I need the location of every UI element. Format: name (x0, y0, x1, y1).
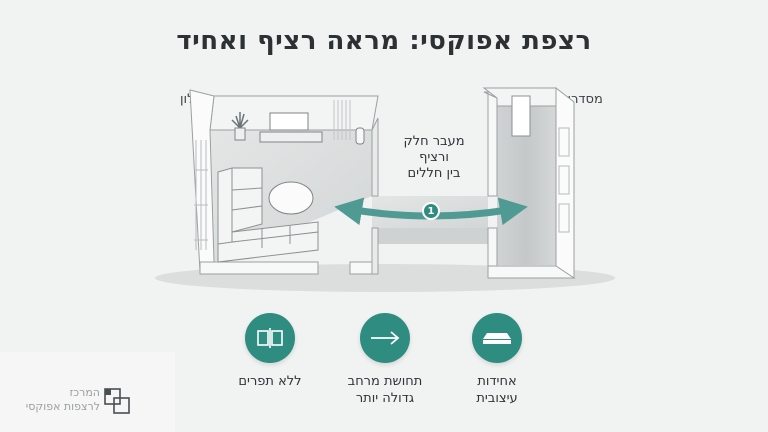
marker-number: 1 (427, 205, 435, 217)
hallway-floor (497, 106, 556, 265)
feature-label-line: עיצובית (476, 391, 518, 406)
corridor-floor-lower (372, 228, 490, 244)
tv-stand-icon (259, 131, 323, 143)
feature-label-line: ללא תפרים (238, 374, 302, 389)
feature-label-line: גדולה יותר (355, 391, 415, 406)
wall-panel-icon (333, 100, 351, 140)
watermark-area (0, 352, 175, 432)
sofa-icon (217, 167, 319, 263)
watermark-text: המרכז לרצפות אפוקסי (16, 386, 100, 414)
plant-icon (231, 112, 249, 141)
living-room-right-wall-lower (371, 227, 379, 275)
door-icon (511, 95, 531, 137)
living-room-left-wall (189, 89, 215, 273)
callout-line: מעבר חלק (403, 134, 465, 149)
feature-label-line: תחושת מרחב (347, 374, 423, 389)
living-room-front-wall-left (199, 261, 319, 275)
feature-label-line: אחידות (477, 374, 517, 389)
living-room-right-wall (371, 117, 379, 197)
feature-uniform: אחידות עיצובית (442, 313, 552, 407)
hallway-left-wall (483, 91, 498, 197)
speaker-icon (355, 127, 365, 145)
page-title: רצפת אפוקסי: מראה רציף ואחיד (176, 26, 592, 56)
arrow-right-icon (360, 313, 410, 363)
no-seams-icon (245, 313, 295, 363)
hallway-front-wall (487, 265, 576, 279)
transition-callout: מעבר חלק ורציף בין חללים (388, 134, 480, 182)
marker-badge: 1 (422, 202, 440, 220)
feature-no-seams: ללא תפרים (215, 313, 325, 390)
feature-space: תחושת מרחב גדולה יותר (330, 313, 440, 407)
layer-icon (472, 313, 522, 363)
coffee-table-icon (268, 181, 314, 215)
callout-line: ורציף (419, 150, 449, 165)
watermark-line: לרצפות אפוקסי (25, 400, 100, 413)
feature-label: תחושת מרחב גדולה יותר (330, 373, 440, 407)
callout-line: בין חללים (407, 166, 461, 181)
hallway-panel-icon (558, 127, 570, 233)
feature-label: ללא תפרים (215, 373, 325, 390)
watermark-line: המרכז (69, 386, 101, 399)
tv-icon (269, 112, 309, 131)
logo-icon (104, 388, 130, 414)
feature-label: אחידות עיצובית (442, 373, 552, 407)
window-icon (194, 140, 208, 250)
